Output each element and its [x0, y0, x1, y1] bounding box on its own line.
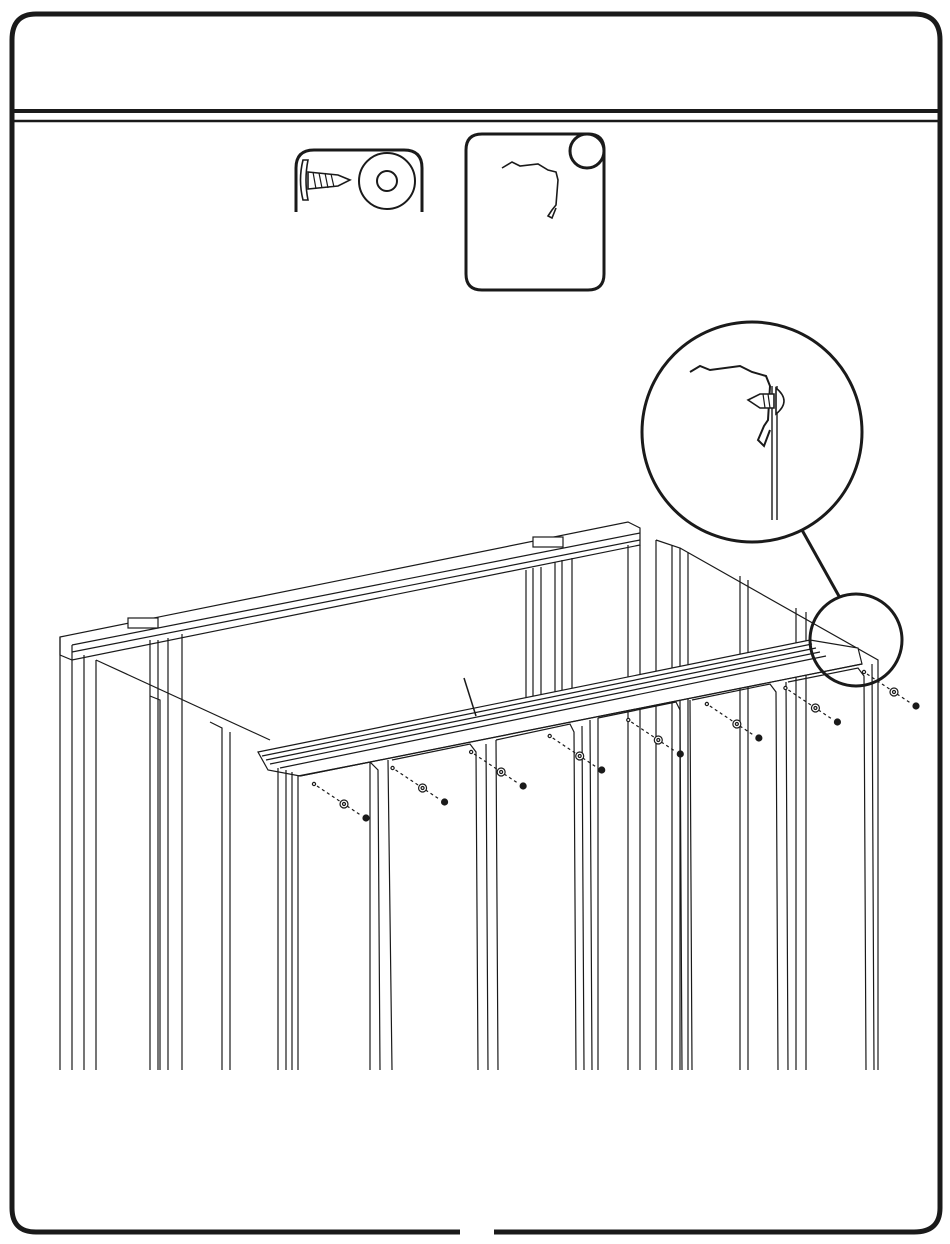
screw-icon: [301, 160, 351, 200]
screw-icon: [442, 799, 448, 805]
part-box-screw-washer: [296, 150, 422, 212]
screw-icon: [756, 735, 762, 741]
back-panel-rib: [555, 558, 572, 700]
fastener-screw-washer: [705, 702, 762, 741]
shed-panel-walls: [60, 522, 878, 1070]
screw-icon: [677, 751, 683, 757]
screw-hole: [548, 734, 551, 737]
screw-icon: [913, 703, 919, 709]
left-panel-rib: [210, 722, 230, 1070]
guide-line: [631, 722, 676, 752]
screw-hole: [784, 686, 787, 689]
screw-icon: [599, 767, 605, 773]
screw-icon: [363, 815, 369, 821]
washer-hole: [578, 755, 581, 758]
detail-circle: [642, 322, 862, 542]
washer-hole: [657, 739, 660, 742]
front-panel-rib: [370, 760, 392, 1070]
magnifier-detail-icon: [642, 322, 902, 686]
washer-hole: [500, 771, 503, 774]
washer-hole: [343, 803, 346, 806]
back-corner-post: [628, 540, 656, 1070]
front-corner-post: [278, 768, 298, 1070]
fastener-screw-washer: [312, 782, 369, 821]
detail-connector: [802, 530, 840, 598]
fastener-screw-washer: [391, 766, 448, 805]
front-top-channel: [258, 640, 862, 776]
left-panel-rib: [150, 634, 182, 1070]
washer-hole: [814, 707, 817, 710]
detail-target-circle: [810, 594, 902, 686]
guide-line: [788, 690, 833, 720]
front-panel-rib: [788, 664, 874, 1070]
back-panel-rib: [526, 567, 541, 700]
washer-hole: [893, 691, 896, 694]
screw-hole: [312, 782, 315, 785]
guide-line: [317, 786, 362, 816]
channel-clip: [533, 537, 563, 547]
screw-hole: [627, 718, 630, 721]
screw-hole: [470, 750, 473, 753]
front-panel-rib: [496, 718, 598, 1070]
left-corner-post: [60, 637, 84, 1070]
left-wall-top-edge: [96, 660, 270, 740]
washer-icon: [359, 153, 415, 209]
fastener-screw-washer: [862, 670, 919, 709]
screw-hole: [705, 702, 708, 705]
screw-icon: [834, 719, 840, 725]
fastener-screw-washer: [548, 734, 605, 773]
guide-line: [553, 738, 598, 768]
side-panel-edge: [656, 540, 680, 1070]
washer-hole: [421, 787, 424, 790]
screw-hole: [391, 766, 394, 769]
part-badge: [570, 134, 604, 168]
side-wall-top-edge: [680, 548, 878, 1070]
fastener-screw-washer: [470, 750, 527, 789]
fastener-screw-washer: [627, 718, 684, 757]
part-box-roof-channel: [466, 134, 604, 290]
channel-clip: [128, 618, 158, 628]
front-panel: [298, 762, 380, 1070]
side-panel-rib: [740, 576, 748, 1070]
washer-hole: [735, 723, 738, 726]
screw-icon: [520, 783, 526, 789]
screw-hole: [862, 670, 865, 673]
guide-line: [396, 770, 441, 800]
fastener-screw-washer: [784, 686, 841, 725]
front-panel-rib: [392, 740, 498, 1070]
guide-line: [867, 674, 912, 704]
